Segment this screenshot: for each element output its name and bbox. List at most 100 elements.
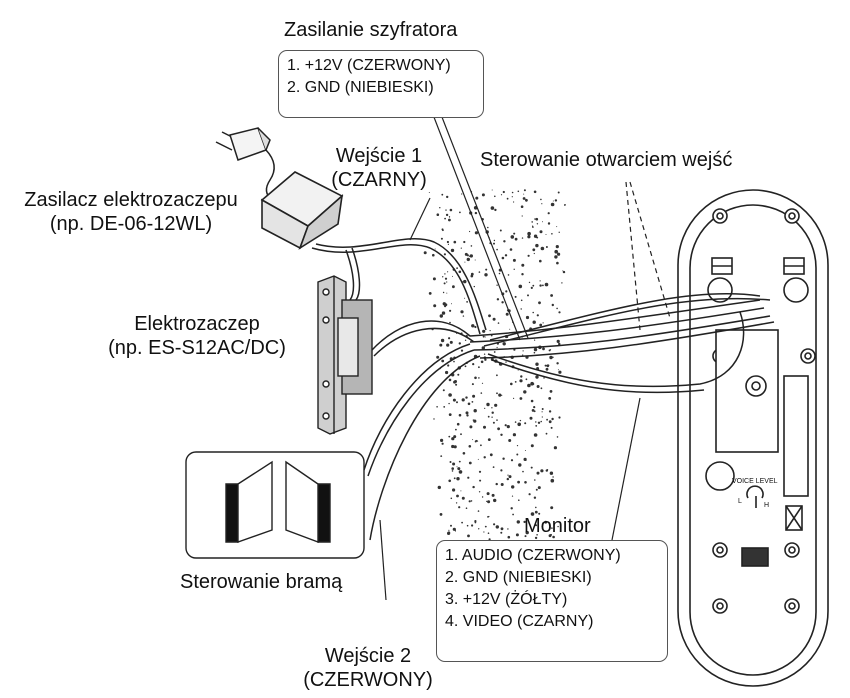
wall-speckle xyxy=(551,417,554,421)
wall-speckle xyxy=(483,456,486,459)
wall-speckle xyxy=(517,480,520,484)
wall-speckle xyxy=(546,418,548,421)
wall-speckle xyxy=(514,295,517,298)
wall-speckle xyxy=(437,485,441,490)
wall-speckle xyxy=(447,271,449,273)
wall-speckle xyxy=(535,421,537,423)
wall-speckle xyxy=(548,397,552,400)
wall-speckle xyxy=(458,413,462,417)
wall-speckle xyxy=(428,192,430,193)
wall-speckle xyxy=(467,476,470,479)
wall-speckle xyxy=(436,406,438,408)
door-station-unit xyxy=(677,189,829,687)
power-supply-box xyxy=(260,171,344,250)
wall-speckle xyxy=(439,207,441,209)
wall-speckle xyxy=(518,284,523,289)
wall-speckle xyxy=(534,339,536,341)
cables xyxy=(311,111,775,601)
wall-speckle xyxy=(498,272,501,275)
wall-speckle xyxy=(523,457,527,461)
wall-speckle xyxy=(553,446,558,450)
zasilacz-line2: (np. DE-06-12WL) xyxy=(49,213,213,235)
wall-speckle xyxy=(496,392,498,395)
wall-speckle xyxy=(535,217,539,221)
wall-speckle xyxy=(535,488,538,491)
wall-speckle xyxy=(499,229,502,232)
wall-speckle xyxy=(487,226,489,229)
wall-speckle xyxy=(518,499,520,502)
wall-speckle xyxy=(552,200,554,202)
wall-speckle xyxy=(450,497,453,500)
wall-speckle xyxy=(509,248,513,251)
wall-speckle xyxy=(529,416,533,420)
wall-speckle xyxy=(442,389,445,392)
wall-speckle xyxy=(556,307,558,310)
wall-speckle xyxy=(447,364,450,367)
wall-speckle xyxy=(460,433,462,436)
wall-speckle xyxy=(496,419,498,421)
wall-speckle xyxy=(531,221,533,223)
wall-speckle xyxy=(500,433,503,436)
wejscie2-line2: (CZERWONY) xyxy=(303,669,433,691)
wall-speckle xyxy=(523,520,526,524)
wall-speckle xyxy=(448,337,451,340)
wall-speckle xyxy=(523,189,526,192)
wall-speckle xyxy=(442,291,445,294)
wall-speckle xyxy=(496,284,498,286)
wall-speckle xyxy=(558,370,562,374)
wall-speckle xyxy=(456,494,459,498)
wall-speckle xyxy=(530,466,533,469)
wall-speckle xyxy=(488,538,491,541)
wall-speckle xyxy=(524,535,527,538)
wall-speckle xyxy=(445,209,447,211)
wall-speckle xyxy=(520,375,523,378)
wall-speckle xyxy=(530,444,534,448)
wall-speckle xyxy=(520,308,522,310)
wall-speckle xyxy=(550,202,555,207)
wall-speckle xyxy=(517,190,520,193)
wall-speckle xyxy=(502,342,506,346)
wall-speckle xyxy=(442,229,444,232)
wall-speckle xyxy=(472,394,476,398)
wall-speckle xyxy=(541,416,543,418)
wall-speckle xyxy=(536,534,538,536)
wall-speckle xyxy=(512,258,516,262)
wall-speckle xyxy=(441,193,444,196)
wall-speckle xyxy=(487,500,491,504)
wall-speckle xyxy=(500,469,503,472)
wall-speckle xyxy=(542,221,543,223)
wall-speckle xyxy=(552,476,554,478)
wall-speckle xyxy=(536,314,539,317)
wall-speckle xyxy=(549,471,554,475)
wall-speckle xyxy=(512,433,517,437)
wall-speckle xyxy=(449,321,451,324)
wall-speckle xyxy=(451,470,454,472)
wall-speckle xyxy=(500,531,503,534)
wall-speckle xyxy=(532,311,534,314)
wall-speckle xyxy=(481,346,485,350)
wall-speckle xyxy=(488,314,491,318)
wall-speckle xyxy=(534,218,536,220)
wall-speckle xyxy=(448,393,452,397)
wall-speckle xyxy=(452,285,455,289)
wall-speckle xyxy=(510,507,513,510)
wall-speckle xyxy=(520,205,524,208)
wall-speckle xyxy=(439,343,443,347)
wall-speckle xyxy=(502,457,505,460)
wall-speckle xyxy=(493,351,496,353)
wall-speckle xyxy=(453,435,457,439)
wall-speckle xyxy=(468,500,471,503)
wall-speckle xyxy=(462,281,464,283)
wall-speckle xyxy=(495,525,499,529)
wall-speckle xyxy=(517,521,519,523)
wall-speckle xyxy=(535,506,537,509)
wall-speckle xyxy=(444,273,446,275)
wall-speckle xyxy=(557,525,559,528)
wall-speckle xyxy=(533,347,538,352)
wall-speckle xyxy=(511,196,513,198)
wall-speckle xyxy=(440,237,443,240)
wall-speckle xyxy=(550,294,553,297)
wall-speckle xyxy=(449,208,453,212)
wall-speckle xyxy=(534,510,538,514)
electric-strike-device xyxy=(317,275,373,435)
